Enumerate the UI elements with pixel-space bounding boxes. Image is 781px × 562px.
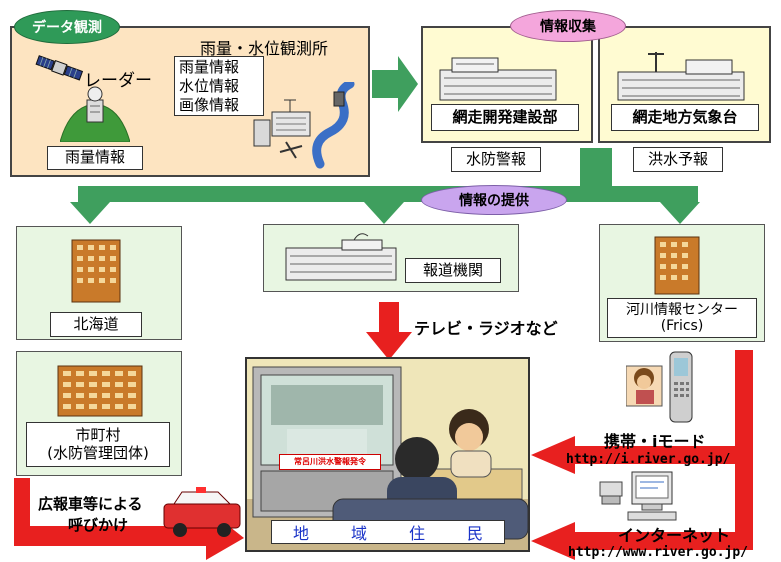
flood-warning-label: 水防警報	[451, 147, 541, 172]
data-observation-badge-label: データ観測	[32, 20, 102, 36]
arrow-press-to-residents	[366, 302, 412, 360]
computer-icon	[599, 471, 677, 521]
bureau-label: 網走開発建設部	[431, 104, 579, 131]
internet-label: インターネット	[618, 526, 731, 545]
flood-forecast-label: 洪水予報	[633, 147, 723, 172]
press-building-icon	[285, 233, 397, 281]
distribution-arrows	[70, 148, 700, 224]
arrow-to-collection	[372, 56, 418, 112]
frics-building-icon	[654, 236, 700, 295]
residents-char-4: 民	[466, 524, 483, 543]
residents-char-3: 住	[408, 524, 425, 543]
satellite-icon	[35, 55, 84, 81]
weather-text: 網走地方気象台	[632, 107, 738, 126]
station-info-rain: 雨量情報	[179, 58, 240, 76]
station-info-image: 画像情報	[179, 96, 240, 114]
info-collection-badge-label: 情報収集	[540, 19, 596, 35]
station-info-box: 雨量情報 水位情報 画像情報	[174, 56, 264, 116]
pr-car-line1: 広報車等による	[38, 495, 143, 513]
info-provision-badge: 情報の提供	[421, 185, 567, 215]
flood-forecast-text: 洪水予報	[647, 149, 708, 168]
weather-building-icon	[617, 52, 745, 101]
data-observation-badge: データ観測	[14, 10, 120, 44]
press-text: 報道機関	[422, 260, 483, 279]
municipality-building-icon	[57, 365, 143, 417]
press-label: 報道機関	[405, 258, 501, 283]
pr-car-icon	[163, 487, 241, 537]
residents-label: 地 域 住 民	[271, 520, 505, 544]
station-title: 雨量・水位観測所	[200, 39, 329, 58]
residents-scene: 常呂川洪水警報発令 地 域 住 民	[245, 357, 530, 552]
station-info-water: 水位情報	[179, 77, 240, 95]
municipality-line2: (水防管理団体)	[47, 443, 149, 462]
hokkaido-building-icon	[71, 239, 121, 303]
bureau-building-icon	[439, 57, 557, 101]
weather-label: 網走地方気象台	[611, 104, 759, 131]
pr-car-line2: 呼びかけ	[68, 516, 129, 534]
municipality-label: 市町村 (水防管理団体)	[26, 422, 170, 467]
observation-station-icon	[253, 82, 355, 169]
frics-line1: 河川情報センター	[626, 301, 738, 318]
flood-warning-text: 水防警報	[465, 149, 526, 168]
tv-caption-text: 常呂川洪水警報発令	[294, 457, 366, 466]
residents-char-2: 域	[350, 524, 367, 543]
info-collection-badge: 情報収集	[510, 10, 626, 42]
frics-label: 河川情報センター (Frics)	[607, 298, 757, 338]
arrow-municipality-to-residents	[14, 478, 244, 560]
rain-info-text: 雨量情報	[64, 148, 125, 167]
hokkaido-text: 北海道	[73, 314, 119, 333]
tv-caption: 常呂川洪水警報発令	[279, 454, 381, 470]
mobile-label: 携帯・iモード	[604, 432, 706, 451]
radar-tower-icon	[60, 86, 130, 142]
frics-line2: (Frics)	[660, 318, 704, 334]
internet-url[interactable]: http://www.river.go.jp/	[568, 545, 749, 560]
mobile-url[interactable]: http://i.river.go.jp/	[566, 452, 731, 467]
residents-char-1: 地	[292, 524, 309, 543]
mobile-phone-icon	[626, 351, 693, 423]
info-provision-badge-label: 情報の提供	[459, 193, 529, 209]
radar-label: レーダー	[84, 71, 152, 91]
municipality-line1: 市町村	[75, 426, 121, 445]
rain-info-label: 雨量情報	[47, 146, 143, 170]
arrow-frics-to-residents	[531, 350, 753, 560]
bureau-text: 網走開発建設部	[452, 107, 558, 126]
hokkaido-label: 北海道	[50, 312, 142, 337]
tv-radio-label: テレビ・ラジオなど	[414, 319, 558, 338]
